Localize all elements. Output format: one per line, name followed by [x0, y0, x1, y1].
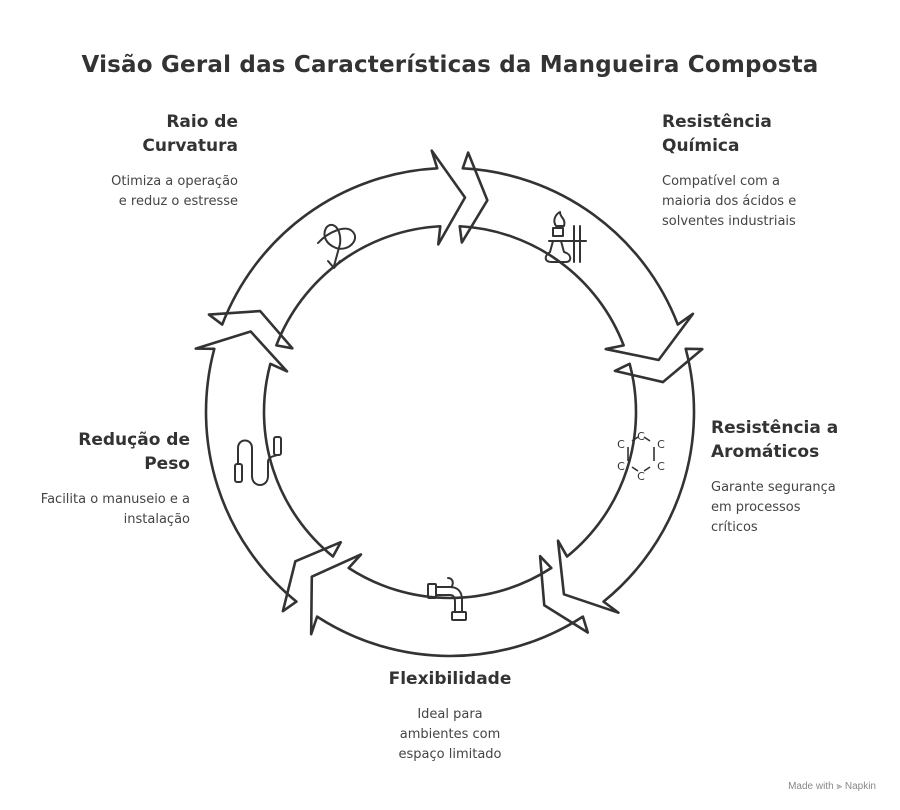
feature-heading: Redução de Peso: [78, 430, 190, 474]
feature-reducao-de-peso: Redução de Peso Facilita o manuseio e a …: [40, 428, 190, 530]
benzene-atom-label: C: [657, 438, 665, 451]
cycle-segment-3: [556, 347, 704, 615]
feature-heading: Resistência Química: [662, 112, 772, 156]
diagram-title: Visão Geral das Características da Mangu…: [81, 52, 819, 78]
feature-description: Facilita o manuseio e a instalação: [40, 492, 190, 527]
benzene-atom-label: C: [617, 438, 625, 451]
feature-heading: Raio de Curvatura: [142, 112, 238, 156]
feature-resistencia-aromaticos: Resistência a Aromáticos Garante seguran…: [711, 416, 871, 538]
bunsen-burner-icon: [544, 211, 587, 263]
infinity-arrow-icon: [317, 223, 356, 269]
benzene-ring-icon: C C C C C C: [617, 430, 665, 483]
benzene-atom-label: C: [637, 430, 645, 443]
cycle-segment-4: [309, 553, 590, 658]
benzene-atom-label: C: [617, 460, 625, 473]
feature-description: Compatível com a maioria dos ácidos e so…: [662, 174, 797, 229]
cycle-ring: [194, 149, 704, 658]
feature-resistencia-quimica: Resistência Química Compatível com a mai…: [662, 110, 832, 232]
feature-description: Garante segurança em processos críticos: [711, 480, 836, 535]
feature-heading: Resistência a Aromáticos: [711, 418, 839, 462]
jump-rope-icon: [234, 436, 282, 486]
cycle-segment-2: [458, 151, 695, 362]
cycle-segment-1: [207, 149, 467, 350]
feature-flexibilidade: Flexibilidade Ideal para ambientes com e…: [350, 667, 550, 765]
feature-heading: Flexibilidade: [388, 669, 512, 689]
feature-description: Otimiza a operação e reduz o estresse: [111, 174, 238, 209]
napkin-watermark: Made with ⫸ Napkin: [788, 781, 876, 792]
pipe-icon: [427, 577, 467, 621]
feature-description: Ideal para ambientes com espaço limitado: [398, 707, 502, 762]
benzene-atom-label: C: [657, 460, 665, 473]
benzene-atom-label: C: [637, 470, 645, 483]
feature-raio-de-curvatura: Raio de Curvatura Otimiza a operação e r…: [70, 110, 238, 212]
